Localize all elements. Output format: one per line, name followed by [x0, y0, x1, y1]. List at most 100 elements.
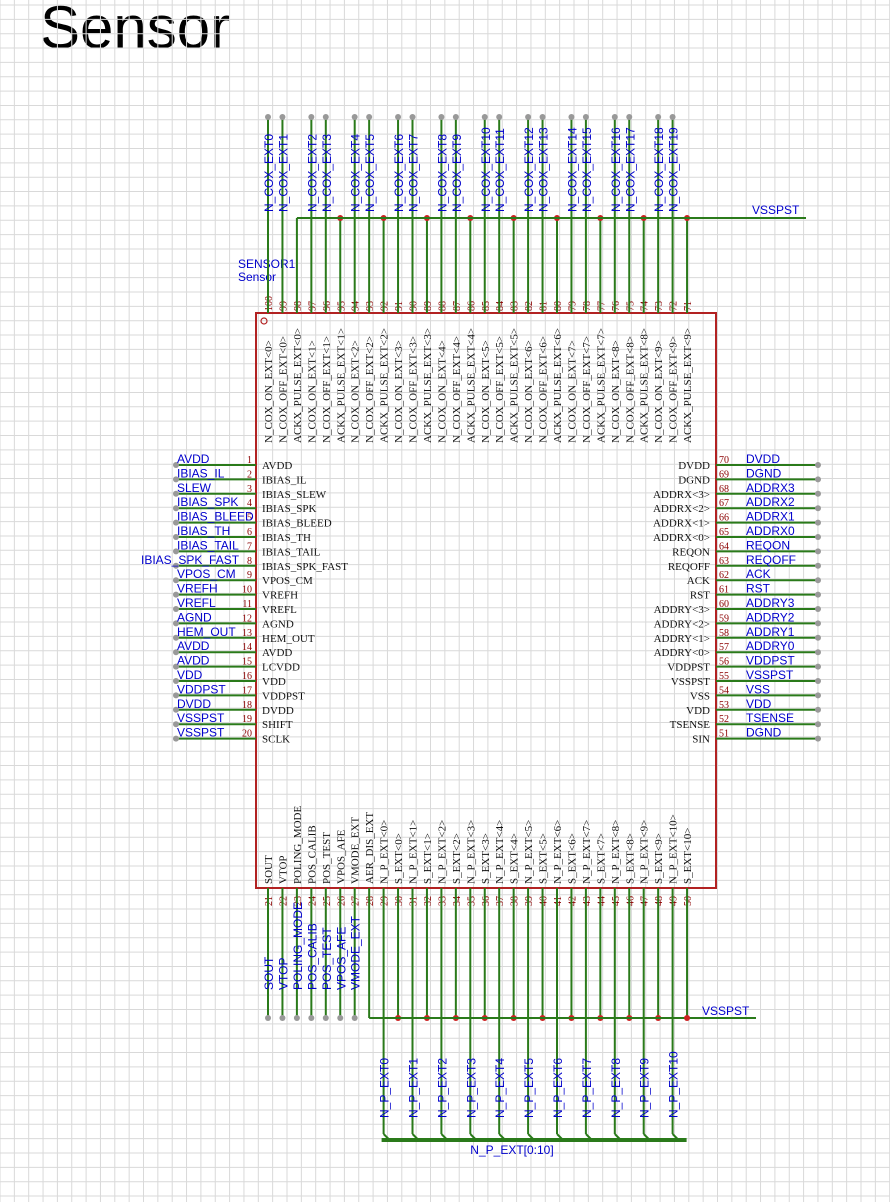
pin-name: SCLK	[262, 734, 290, 746]
pin-name: AVDD	[262, 647, 292, 659]
pin-number: 23	[293, 896, 304, 906]
net-label: IBIAS_IL	[177, 466, 225, 480]
pin-number: 47	[640, 896, 651, 906]
pin-name: AGND	[262, 618, 294, 630]
pin-number: 29	[380, 896, 391, 906]
top-pin-terminal	[395, 114, 402, 120]
pin-name: N_P_EXT<9>	[639, 820, 651, 884]
net-label: N_P_EXT8	[609, 1058, 623, 1118]
pin-name: HEM_OUT	[262, 633, 315, 645]
pin-name: N_COX_OFF_EXT<6>	[538, 336, 550, 443]
pin-number: 92	[380, 301, 391, 311]
net-label: N_P_EXT2	[435, 1058, 449, 1118]
pin-number: 76	[611, 301, 622, 311]
pin-number: 10	[242, 585, 252, 596]
pin-name: S_EXT<6>	[566, 833, 578, 884]
pin-number: 44	[596, 896, 607, 906]
pin-number: 66	[719, 513, 729, 524]
pin-number: 39	[524, 896, 535, 906]
pin-number: 93	[365, 301, 376, 311]
pin-number: 59	[719, 613, 729, 624]
pin-number: 94	[351, 301, 362, 311]
pin-number: 24	[307, 896, 318, 906]
left-pin-terminal	[173, 634, 179, 641]
part-reference: SENSOR1	[238, 257, 296, 271]
supply-label: VSSPST	[752, 203, 800, 217]
pin-name: VSS	[690, 690, 710, 702]
pin-number: 65	[719, 527, 729, 538]
pin-name: DVDD	[262, 705, 294, 717]
pin-name: N_COX_OFF_EXT<1>	[321, 336, 333, 443]
top-pin-terminal	[351, 114, 358, 120]
net-label: N_COX_EXT1	[276, 134, 290, 212]
top-pin-terminal	[438, 114, 445, 120]
net-label: N_P_EXT7	[580, 1058, 594, 1118]
right-pin-terminal	[815, 649, 821, 656]
left-pin-terminal	[173, 692, 179, 699]
pin-number: 75	[625, 301, 636, 311]
pin-number: 42	[567, 896, 578, 906]
pin-number: 8	[247, 556, 252, 567]
pin-name: N_P_EXT<10>	[668, 814, 680, 884]
right-pin-terminal	[815, 476, 821, 483]
pin-name: ACKX_PULSE_EXT<0>	[292, 328, 304, 443]
pin-number: 4	[247, 498, 252, 509]
left-pin-terminal	[173, 735, 179, 742]
pin-number: 57	[719, 642, 729, 653]
pin-number: 73	[654, 301, 665, 311]
pin-name: S_EXT<3>	[480, 833, 492, 884]
pin-number: 32	[423, 896, 434, 906]
top-pin-terminal	[481, 114, 488, 120]
top-pin-terminal	[582, 114, 589, 120]
net-label: ADDRY3	[746, 596, 795, 610]
pin-number: 19	[242, 714, 252, 725]
pin-number: 38	[510, 896, 521, 906]
pin-number: 12	[242, 613, 252, 624]
pin-number: 85	[481, 301, 492, 311]
left-pin-terminal	[173, 476, 179, 483]
net-label: VSSPST	[177, 711, 225, 725]
pin-number: 5	[247, 513, 252, 524]
net-label: N_COX_EXT18	[652, 127, 666, 212]
net-label: N_P_EXT0	[378, 1058, 392, 1118]
left-pin-terminal	[173, 591, 179, 598]
top-pin-terminal	[496, 114, 503, 120]
pin-number: 100	[264, 296, 275, 311]
pin-name: N_P_EXT<3>	[465, 820, 477, 884]
pin-number: 11	[242, 599, 252, 610]
pin-name: SHIFT	[262, 719, 293, 731]
junction	[684, 1015, 691, 1021]
bottom-pin-terminal	[293, 1015, 300, 1021]
net-label: N_COX_EXT6	[392, 134, 406, 212]
net-label: ADDRX3	[746, 481, 795, 495]
pin-name: N_COX_OFF_EXT<3>	[408, 336, 420, 443]
pin-number: 21	[264, 896, 275, 906]
bottom-pin-terminal	[308, 1015, 315, 1021]
net-label: N_COX_EXT0	[262, 134, 276, 212]
net-label: POS_CALIB	[305, 923, 319, 990]
pin-name: DGND	[678, 474, 710, 486]
pin-number: 43	[582, 896, 593, 906]
pin-name: ACKX_PULSE_EXT<3>	[422, 328, 434, 443]
pin-name: AVDD	[262, 460, 292, 472]
pin-number: 69	[719, 469, 729, 480]
part-value: Sensor	[238, 270, 276, 284]
net-label: POS_TEST	[320, 927, 334, 990]
pin-name: S_EXT<5>	[538, 833, 550, 884]
left-pin-terminal	[173, 606, 179, 612]
pin-number: 15	[242, 657, 252, 668]
right-pin-terminal	[815, 591, 821, 598]
pin-name: VSSPST	[671, 676, 710, 688]
top-pin-terminal	[568, 114, 575, 120]
pin-name: S_EXT<7>	[595, 833, 607, 884]
top-pin-terminal	[655, 114, 662, 120]
left-pin-terminal	[173, 620, 179, 627]
right-pin-terminal	[815, 678, 821, 684]
net-label: IBIAS_SPK_FAST	[141, 553, 240, 567]
pin-number: 88	[437, 301, 448, 311]
pin-name: S_EXT<2>	[451, 833, 463, 884]
pin-name: N_COX_OFF_EXT<7>	[581, 336, 593, 443]
pin-name: N_COX_ON_EXT<9>	[653, 340, 665, 443]
pin-name: N_COX_ON_EXT<7>	[566, 340, 578, 443]
